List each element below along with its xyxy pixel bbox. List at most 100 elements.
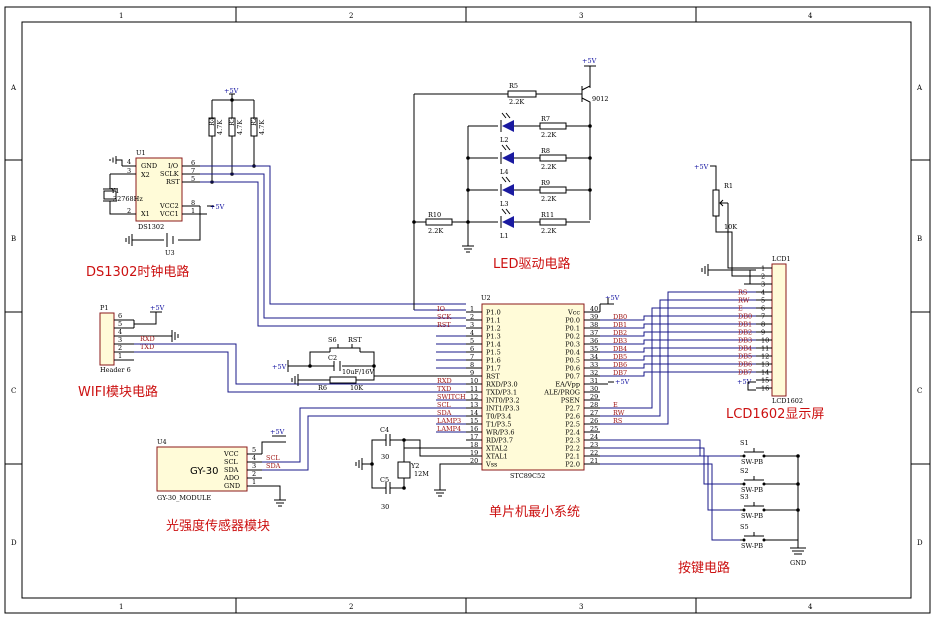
led-vcc-label: +5V	[582, 57, 597, 65]
mcu-pin-name-17: RD/P3.7	[486, 437, 513, 445]
crystal-c4-val: 30	[381, 453, 389, 461]
mcu-pin-name-10: RXD/P3.0	[486, 381, 518, 389]
mcu-pin-name-23: P2.2	[565, 445, 580, 453]
ds1302-pullup-vcc: +5V	[224, 87, 239, 95]
mcu-pin-name-30: ALE/PROG	[543, 389, 580, 397]
col-label-bottom-3: 3	[579, 603, 583, 611]
lcd-pin-num-10: 10	[761, 337, 769, 345]
ds1302-r4-ref: R4	[208, 117, 216, 126]
mcu-pin-num-30: 30	[590, 385, 598, 393]
mcu-pin-num-39: 39	[590, 313, 598, 321]
lcd-pin-num-13: 13	[761, 361, 769, 369]
col-label-top-4: 4	[808, 12, 813, 20]
mcu-pin-num-11: 11	[470, 385, 478, 393]
led-r7-val: 2.2K	[541, 131, 556, 139]
led-r9-val: 2.2K	[541, 195, 556, 203]
mcu-chip	[481, 303, 585, 471]
lcd-pin-num-2: 2	[761, 273, 765, 281]
lcd-bl-vcc-label: +5V	[737, 378, 752, 386]
led-l1-ref: L1	[500, 232, 508, 240]
mcu-pin-name-4: P1.3	[486, 333, 501, 341]
mcu-pin-num-12: 12	[470, 393, 478, 401]
mcu-net-db4: DB4	[613, 345, 627, 353]
crystal-circuit: Y2 12M C4 30 C5 30	[355, 426, 466, 511]
ds1302-pin-name-x1: X1	[141, 210, 150, 218]
mcu-part: STC89C52	[510, 472, 545, 480]
key-s3-part: SW-PB	[741, 512, 763, 520]
crystal-val: 12M	[414, 470, 429, 478]
wifi-part: Header 6	[100, 366, 131, 374]
mcu-net-lamp4: LAMP4	[437, 425, 461, 433]
lcd-net-e: E	[738, 305, 743, 313]
ds1302-r3-ref: R3	[228, 117, 236, 126]
mcu-net-db3: DB3	[613, 337, 627, 345]
mcu-pin-name-31: EA/Vpp	[555, 381, 580, 389]
key-s2-part: SW-PB	[741, 486, 763, 494]
mcu-pin-num-31: 31	[590, 377, 598, 385]
lcd-net-db5: DB5	[738, 353, 752, 361]
mcu-pin-num-28: 28	[590, 401, 598, 409]
ds1302-pin-name-vcc1: VCC1	[159, 210, 179, 218]
mcu-ea-vcc-label: +5V	[615, 378, 630, 386]
crystal-c5-val: 30	[381, 503, 389, 511]
wifi-pin-3: 3	[118, 336, 122, 344]
mcu-net-lamp3: LAMP3	[437, 417, 461, 425]
row-label-left-b: B	[11, 235, 16, 243]
mcu-pin-num-23: 23	[590, 441, 598, 449]
mcu-pin-name-12: INT0/P3.2	[486, 397, 520, 405]
mcu-pin-name-22: P2.1	[565, 453, 580, 461]
wifi-header	[99, 312, 115, 366]
mcu-pin-name-5: P1.4	[486, 341, 501, 349]
mcu-pin-name-27: P2.6	[565, 413, 580, 421]
ds1302-vcc-label: +5V	[210, 203, 225, 211]
ds1302-part: DS1302	[138, 223, 164, 231]
lcd-pin-num-14: 14	[761, 369, 769, 377]
led-r5-val: 2.2K	[509, 98, 524, 106]
ds1302-xtal-ref: Y1	[110, 187, 119, 195]
col-label-top-3: 3	[579, 12, 583, 20]
lcd-circuit: LCD1 LCD1602 1234RS5RW6E7DB08DB19DB210DB…	[694, 163, 824, 422]
row-label-left-d: D	[11, 539, 17, 547]
led-l4-ref: L4	[500, 168, 508, 176]
mcu-pin-name-39: P0.0	[565, 317, 580, 325]
keys-title: 按键电路	[678, 560, 730, 576]
ds1302-pin-name-sclk: SCLK	[160, 170, 179, 178]
crystal-ref: Y2	[410, 462, 419, 470]
wifi-pin-2: 2	[118, 344, 122, 352]
wifi-pin-1: 1	[118, 352, 122, 360]
mcu-pin-num-34: 34	[590, 353, 598, 361]
mcu-pin-name-14: T0/P3.4	[486, 413, 511, 421]
col-label-bottom-4: 4	[808, 603, 813, 611]
crystal-c4-ref: C4	[380, 426, 389, 434]
col-label-top-2: 2	[349, 12, 353, 20]
mcu-net-switch: SWITCH	[437, 393, 466, 401]
mcu-net-db6: DB6	[613, 361, 627, 369]
gy30-title: 光强度传感器模块	[166, 518, 270, 534]
lcd-pin-num-11: 11	[761, 345, 769, 353]
crystal-c5-ref: C5	[380, 476, 389, 484]
sheet-frame: 1 2 3 4 1 2 3 4 A B C D A B C D	[4, 6, 931, 614]
row-label-right-a: A	[916, 84, 923, 92]
mcu-pin-name-13: INT1/P3.3	[486, 405, 520, 413]
row-label-right-c: C	[917, 387, 922, 395]
lcd-net-db1: DB1	[738, 321, 752, 329]
wifi-ref: P1	[100, 304, 109, 312]
lcd-net-db6: DB6	[738, 361, 752, 369]
mcu-pin-num-36: 36	[590, 337, 598, 345]
reset-vcc-label: +5V	[272, 363, 287, 371]
ds1302-pin-num-2: 2	[127, 207, 131, 215]
gy30-pin-name-vcc: VCC	[223, 450, 239, 458]
lcd-part: LCD1602	[772, 397, 803, 405]
lcd-net-db3: DB3	[738, 337, 752, 345]
mcu-pin-name-1: P1.0	[486, 309, 501, 317]
mcu-net-sck: SCK	[437, 313, 451, 321]
mcu-ref: U2	[481, 294, 491, 302]
reset-res-val: 10K	[350, 384, 363, 392]
wifi-pin-6: 6	[118, 312, 122, 320]
col-label-bottom-1: 1	[119, 603, 123, 611]
gy30-pin-name-gnd: GND	[224, 482, 240, 490]
led-title: LED驱动电路	[493, 256, 570, 272]
ds1302-pin-num-8: 8	[191, 199, 195, 207]
wifi-circuit: P1 Header 6 6 5 4 3 2 1 +5V RXD TXD WIFI…	[78, 304, 466, 400]
